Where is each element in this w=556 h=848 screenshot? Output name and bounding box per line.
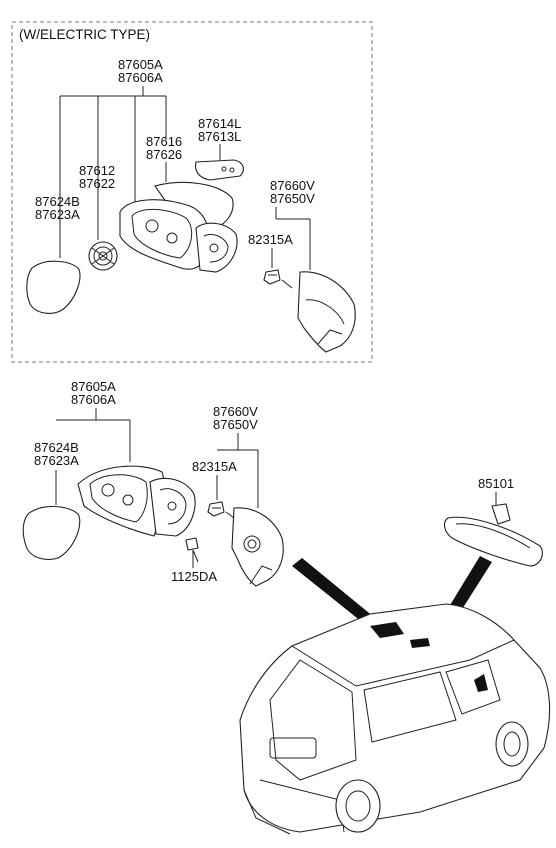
car-illustration bbox=[239, 603, 551, 835]
bottom-garnish bbox=[231, 507, 284, 587]
top-mirror-glass bbox=[26, 260, 81, 314]
label-lamp-87614l: 87614L bbox=[198, 116, 241, 131]
label-lamp-87613l: 87613L bbox=[198, 129, 241, 144]
label-assy-87606a-bottom: 87606A bbox=[71, 392, 116, 407]
top-leader-lines bbox=[59, 86, 311, 270]
label-garnish-87650v-bottom: 87650V bbox=[213, 417, 258, 432]
top-side-repeater-lamp bbox=[194, 159, 244, 181]
label-actuator-87622: 87622 bbox=[79, 176, 115, 191]
label-garnish-87650v: 87650V bbox=[270, 191, 315, 206]
label-bolt-1125da: 1125DA bbox=[171, 569, 217, 584]
label-assy-87605a-bottom: 87605A bbox=[71, 379, 116, 394]
label-cover-87626: 87626 bbox=[146, 147, 182, 162]
label-assy-87605a: 87605A bbox=[118, 57, 163, 72]
label-cover-87616: 87616 bbox=[146, 134, 182, 149]
label-clip-82315a-bottom: 82315A bbox=[192, 459, 237, 474]
label-clip-82315a: 82315A bbox=[248, 232, 293, 247]
top-mirror-housing bbox=[119, 181, 238, 273]
label-actuator-87612: 87612 bbox=[79, 163, 115, 178]
label-garnish-87660v: 87660V bbox=[270, 178, 315, 193]
bottom-mirror-glass bbox=[22, 505, 81, 561]
label-assy-87606a: 87606A bbox=[118, 70, 163, 85]
inside-rearview-mirror bbox=[443, 503, 543, 567]
label-glass-87623a-bottom: 87623A bbox=[34, 453, 79, 468]
label-glass-87624b-bottom: 87624B bbox=[34, 440, 79, 455]
label-garnish-87660v-bottom: 87660V bbox=[213, 404, 258, 419]
bottom-clip bbox=[207, 501, 235, 519]
top-actuator-motor bbox=[88, 241, 118, 271]
label-glass-87624b: 87624B bbox=[35, 194, 80, 209]
bottom-leader-lines bbox=[55, 408, 497, 568]
top-garnish bbox=[297, 271, 356, 353]
top-clip bbox=[263, 269, 293, 289]
pointer-wedge-outside-mirror bbox=[292, 558, 380, 630]
label-glass-87623a: 87623A bbox=[35, 207, 80, 222]
label-inside-mirror-85101: 85101 bbox=[478, 476, 514, 491]
bottom-bolt bbox=[185, 537, 199, 563]
electric-type-header: (W/ELECTRIC TYPE) bbox=[19, 27, 150, 42]
bottom-mirror-housing bbox=[77, 465, 196, 537]
